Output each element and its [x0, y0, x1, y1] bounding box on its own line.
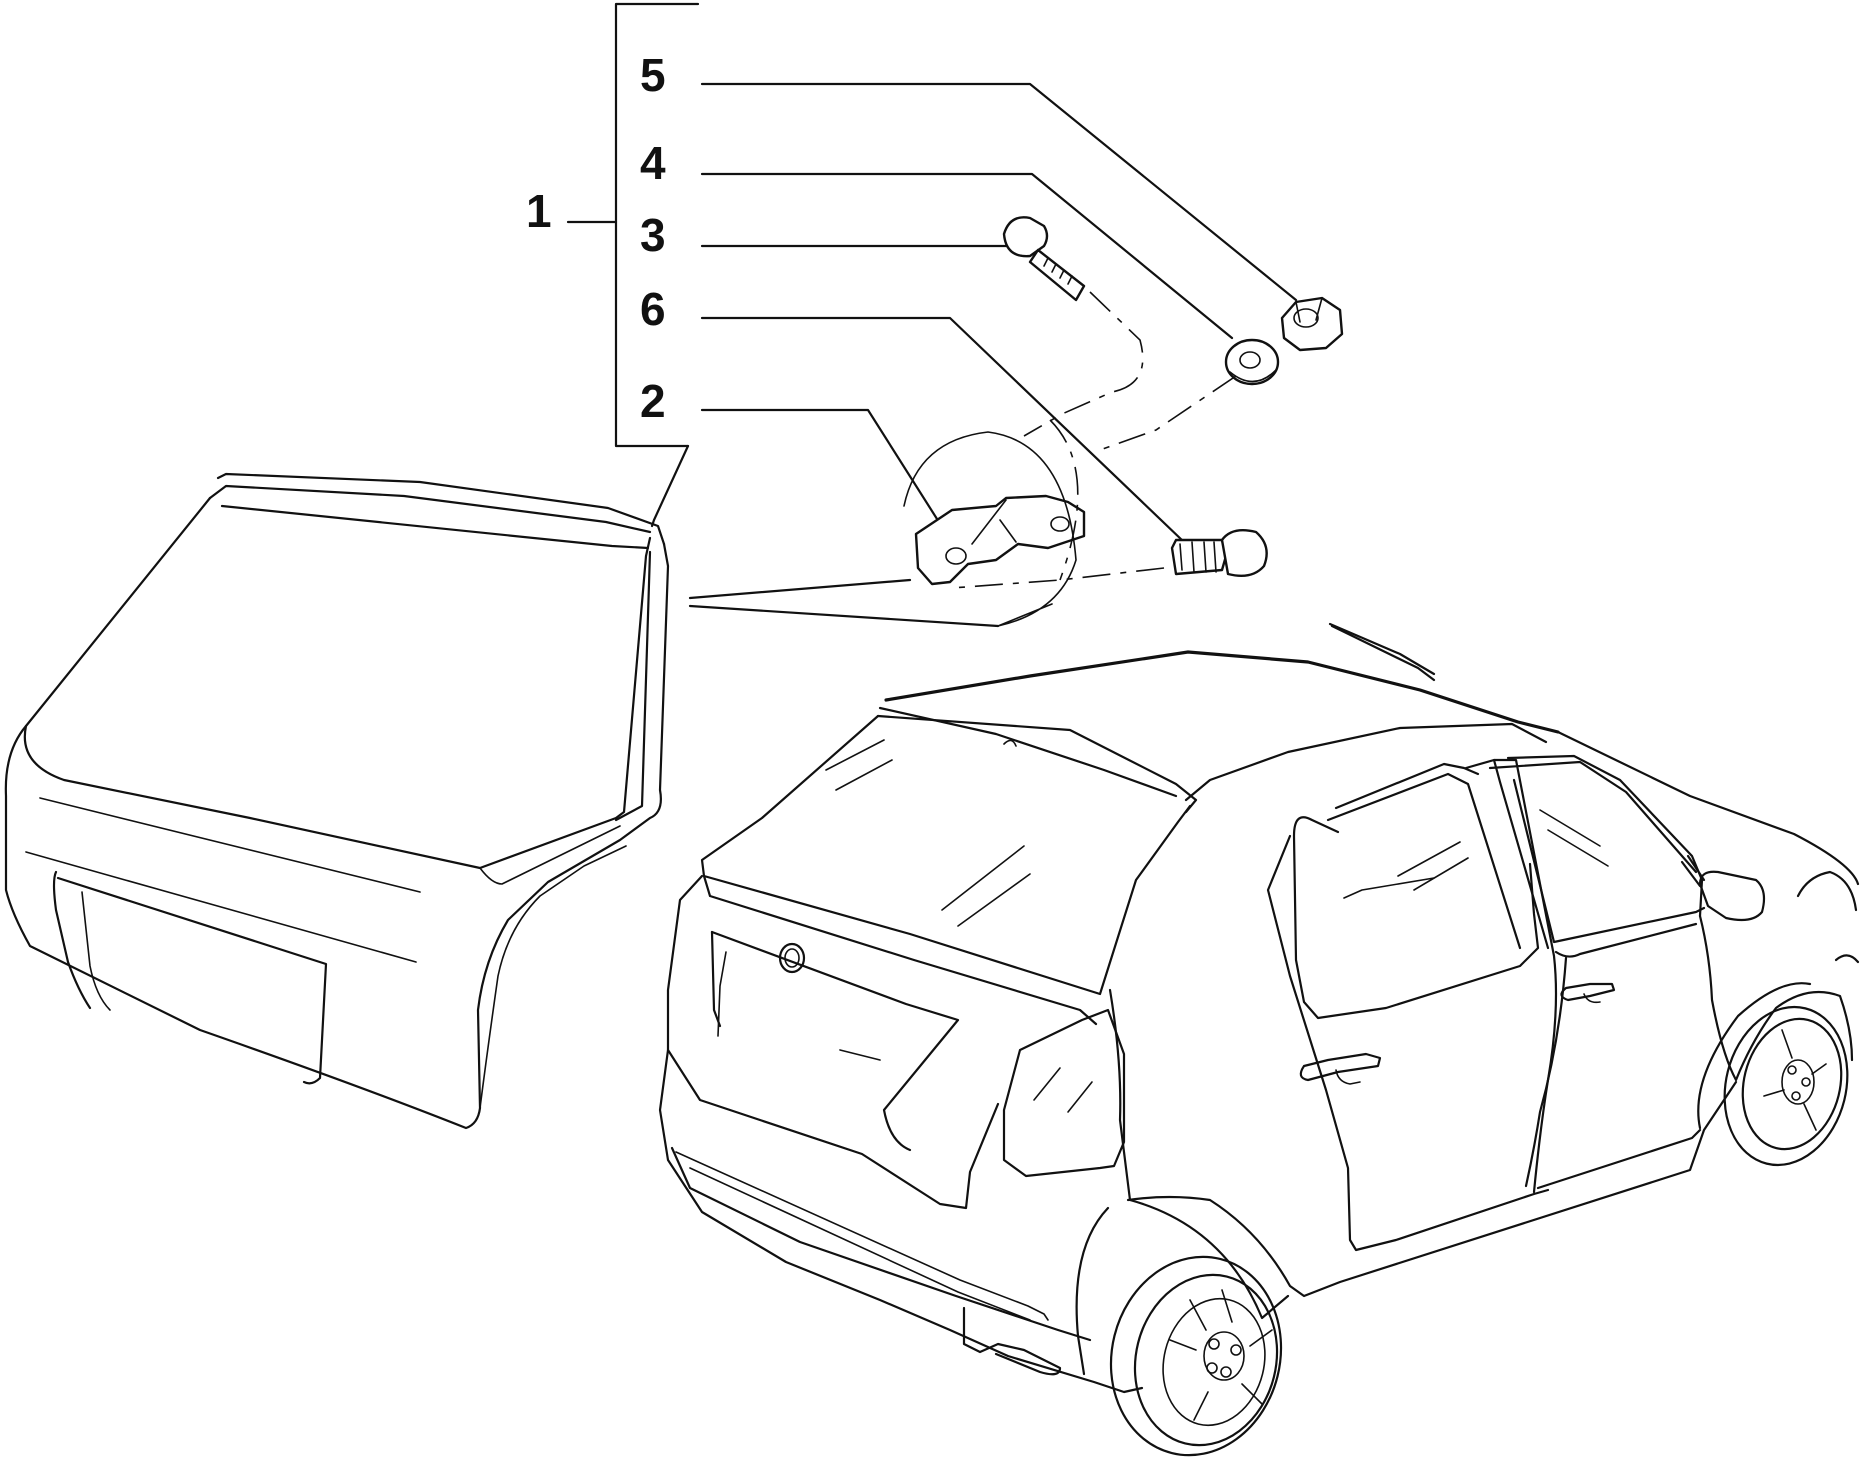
nut-5-icon	[1280, 296, 1344, 352]
bolt-6-icon	[1170, 529, 1268, 577]
assembly-dashes	[688, 291, 1237, 628]
callout-1: 1	[526, 185, 552, 237]
leader-lines	[566, 2, 1298, 544]
tailgate-icon	[4, 472, 670, 1130]
callout-4: 4	[640, 137, 666, 189]
bolt-3-icon	[1002, 216, 1086, 302]
hinge-bracket-2-icon	[914, 494, 1086, 586]
rear-wheel-icon	[1109, 1255, 1283, 1457]
callout-2: 2	[640, 375, 666, 427]
callout-6: 6	[640, 283, 666, 335]
washer-4-icon	[1224, 338, 1280, 386]
car-body-icon	[658, 622, 1860, 1457]
callout-3: 3	[640, 209, 666, 261]
callout-5: 5	[640, 49, 666, 101]
front-wheel-icon	[1697, 982, 1849, 1167]
